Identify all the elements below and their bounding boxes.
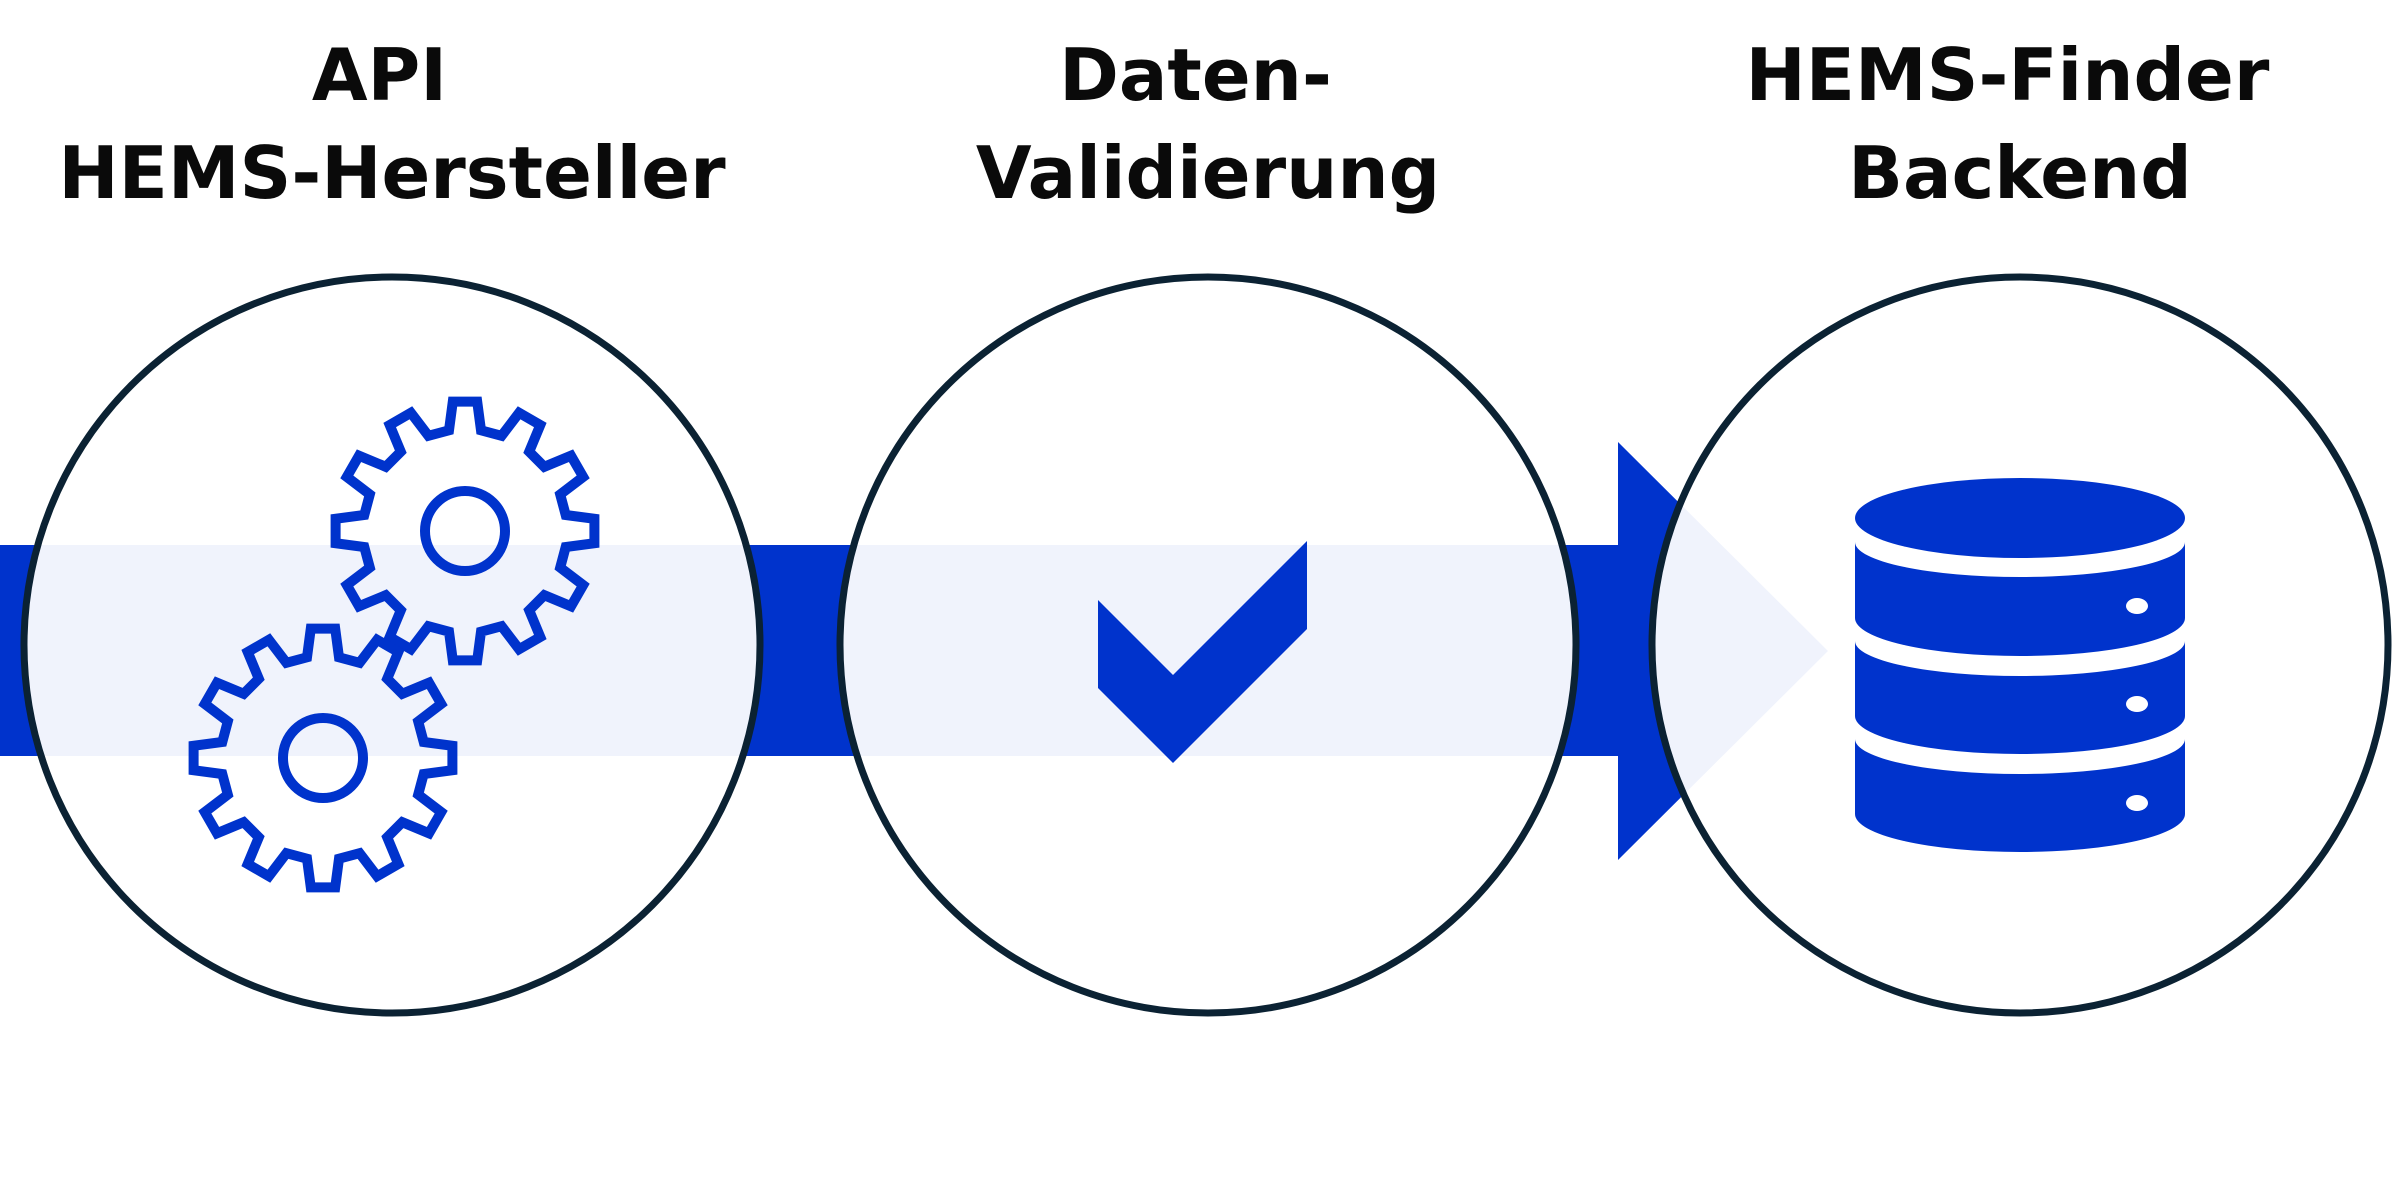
database-led-3-icon: [2126, 795, 2148, 811]
checkmark-icon: [1098, 541, 1307, 763]
step-backend-title: HEMS-Finder Backend: [1746, 33, 2295, 215]
database-led-2-icon: [2126, 696, 2148, 712]
database-tier-1-icon: [1855, 542, 2185, 656]
step-api: API HEMS-Hersteller: [20, 33, 764, 1017]
step-api-title-line1: API: [312, 33, 447, 117]
step-api-title-line2: HEMS-Hersteller: [58, 131, 726, 215]
step-validation-title: Daten- Validierung: [976, 33, 1440, 215]
database-top-icon: [1855, 478, 2185, 558]
step-backend-title-line2: Backend: [1848, 131, 2192, 215]
step-api-title: API HEMS-Hersteller: [58, 33, 726, 215]
database-led-1-icon: [2126, 598, 2148, 614]
step-validation: Daten- Validierung: [836, 33, 1580, 1017]
database-tier-2-icon: [1855, 641, 2185, 754]
step-backend: HEMS-Finder Backend: [1648, 33, 2392, 1017]
step-validation-title-line1: Daten-: [1059, 33, 1332, 117]
gear-lower-icon: [188, 623, 458, 893]
step-backend-title-line1: HEMS-Finder: [1746, 33, 2270, 117]
database-tier-3-icon: [1855, 739, 2185, 852]
gear-upper-icon: [330, 396, 600, 666]
gears-icon: [188, 396, 600, 893]
step-validation-title-line2: Validierung: [976, 131, 1440, 215]
database-icon: [1855, 478, 2185, 852]
